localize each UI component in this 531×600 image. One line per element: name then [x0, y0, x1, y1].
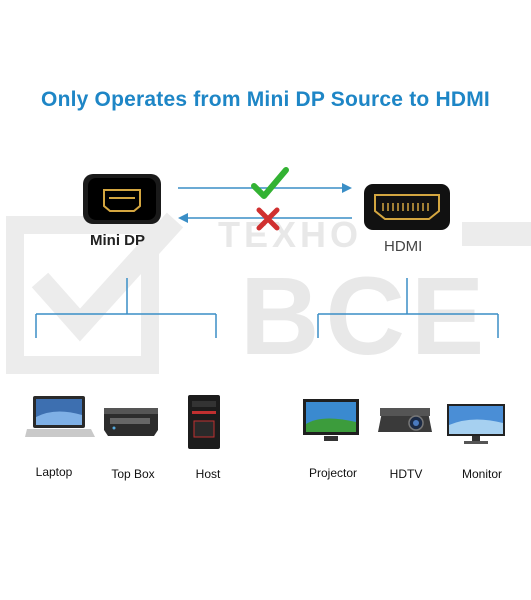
device-label-host: Host	[195, 467, 221, 481]
watermark-text-top: TEXHO	[218, 214, 363, 255]
hdmi-port-icon	[364, 184, 450, 230]
hdtv-icon	[378, 408, 432, 432]
device-label-top-box: Top Box	[111, 467, 155, 481]
device-label-monitor: Monitor	[461, 467, 502, 481]
source-tree-lines	[35, 278, 499, 338]
hdmi-label: HDMI	[384, 238, 423, 255]
check-icon	[251, 167, 289, 199]
mini-dp-port-icon	[83, 174, 161, 224]
watermark-bar	[462, 222, 531, 246]
set-top-box-icon	[104, 408, 158, 436]
mini-dp-label: Mini DP	[90, 232, 145, 249]
cross-icon	[256, 207, 280, 231]
page-title: Only Operates from Mini DP Source to HDM…	[41, 88, 490, 111]
device-label-laptop: Laptop	[35, 465, 73, 479]
device-label-projector: Projector	[308, 466, 358, 480]
projector-icon	[303, 399, 359, 441]
pc-tower-icon	[188, 395, 220, 449]
watermark-text-bottom: BCE	[240, 255, 491, 378]
laptop-icon	[25, 396, 95, 437]
monitor-icon	[447, 404, 505, 444]
device-label-hdtv: HDTV	[389, 467, 423, 481]
watermark-logo	[6, 212, 184, 374]
